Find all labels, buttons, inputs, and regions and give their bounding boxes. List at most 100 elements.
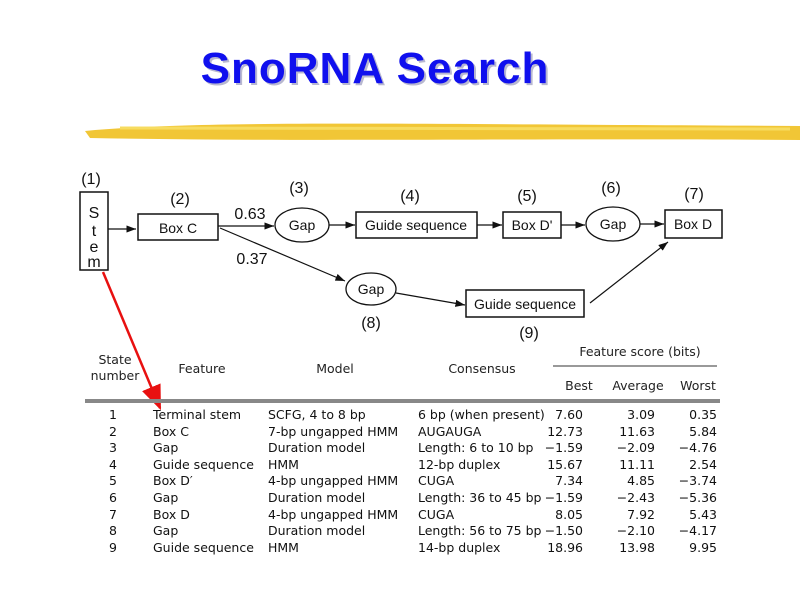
cell-model: Duration model [268,490,366,505]
cell-consensus: 6 bp (when present) [418,407,545,422]
cell-best: 12.73 [547,423,583,439]
node-label: Box D' [512,217,553,233]
header-consensus: Consensus [448,361,516,376]
node-num: (4) [400,188,420,205]
node-num: (2) [170,191,190,208]
prob-upper: 0.63 [234,206,265,223]
cell-state-number: 8 [109,523,117,539]
header-best: Best [565,378,593,393]
cell-model: 7-bp ungapped HMM [268,423,399,439]
prob-lower: 0.37 [236,251,267,268]
cell-model: HMM [268,456,299,472]
node-num: (6) [601,180,621,197]
box-d [664,209,723,239]
box-d-prime [502,211,562,239]
cell-model: 4-bp ungapped HMM [268,473,399,489]
cell-consensus: CUGA [418,473,455,489]
cell-consensus: CUGA [418,506,455,522]
node-label: Box D [674,216,712,232]
cell-state-number: 3 [109,440,117,456]
stem-letter: S [89,205,100,222]
cell-consensus: Length: 6 to 10 bp [418,440,534,456]
cell-feature: Guide sequence [153,539,254,555]
cell-state-number: 7 [109,506,117,522]
cell-average: 7.92 [627,506,655,522]
cell-best: 8.05 [555,506,583,522]
node-num: (1) [81,171,101,188]
cell-average: 13.98 [619,539,655,555]
red-arrow [101,271,162,411]
cell-consensus: Length: 36 to 45 bp [418,490,542,505]
box-c [137,213,219,241]
cell-best: −1.59 [544,490,583,505]
header-feature: Feature [178,361,226,376]
cell-feature: Terminal stem [153,407,242,422]
node-num: (8) [361,315,381,332]
cell-model: SCFG, 4 to 8 bp [268,407,366,422]
cell-worst: 5.43 [689,506,717,522]
gap-8 [345,272,397,306]
node-num: (3) [289,180,309,197]
cell-best: −1.59 [544,440,583,456]
cell-state-number: 9 [109,539,117,555]
header-model: Model [316,361,354,376]
guide-seq-9 [465,289,585,318]
cell-model: Duration model [268,523,366,539]
cell-average: −2.10 [616,523,655,539]
cell-consensus: 14-bp duplex [418,539,501,555]
cell-worst: 9.95 [689,539,717,555]
cell-worst: 2.54 [689,456,717,472]
node-num: (7) [684,186,704,203]
cell-state-number: 6 [109,490,117,505]
cell-worst: −5.36 [678,490,717,505]
cell-consensus: 12-bp duplex [418,456,501,472]
cell-worst: −4.17 [678,523,717,539]
cell-feature: Gap [153,440,179,456]
highlight-stroke [85,123,800,140]
header-score: Feature score (bits) [579,344,701,359]
cell-model: Duration model [268,440,366,456]
cell-average: 4.85 [627,473,655,489]
cell-worst: 0.35 [689,407,717,422]
cell-feature: Box C [153,423,189,439]
stem-letter: t [92,223,97,240]
cell-best: 7.34 [555,473,583,489]
cell-state-number: 4 [109,456,117,472]
cell-worst: −4.76 [678,440,717,456]
node-label: Guide sequence [474,296,576,312]
cell-feature: Gap [153,490,179,505]
cell-best: 18.96 [547,539,583,555]
cell-model: HMM [268,539,299,555]
cell-best: 15.67 [547,456,583,472]
stem-box [79,191,109,271]
cell-best: 7.60 [555,407,583,422]
guide-seq-4 [355,211,478,239]
cell-consensus: AUGAUGA [418,423,482,439]
cell-average: −2.09 [616,440,655,456]
cell-feature: Box D′ [153,473,193,489]
cell-feature: Guide sequence [153,456,254,472]
cell-average: 11.63 [619,423,655,439]
stem-letter: m [87,254,100,271]
cell-average: 11.11 [619,456,655,472]
node-label: Box C [159,220,197,236]
header-worst: Worst [680,378,716,393]
cell-best: −1.50 [544,523,583,539]
cell-average: 3.09 [627,407,655,422]
cell-model: 4-bp ungapped HMM [268,506,399,522]
cell-state-number: 5 [109,473,117,489]
cell-consensus: Length: 56 to 75 bp [418,523,542,539]
header-average: Average [612,378,664,393]
node-label: Gap [289,217,316,233]
cell-worst: −3.74 [678,473,717,489]
cell-state-number: 1 [109,407,117,422]
node-label: Gap [358,281,385,297]
slide-title: SnoRNA Search [200,44,550,93]
cell-feature: Box D [153,506,190,522]
node-label: Gap [600,216,627,232]
cell-feature: Gap [153,523,179,539]
stem-letter: e [90,239,99,256]
cell-average: −2.43 [616,490,655,505]
